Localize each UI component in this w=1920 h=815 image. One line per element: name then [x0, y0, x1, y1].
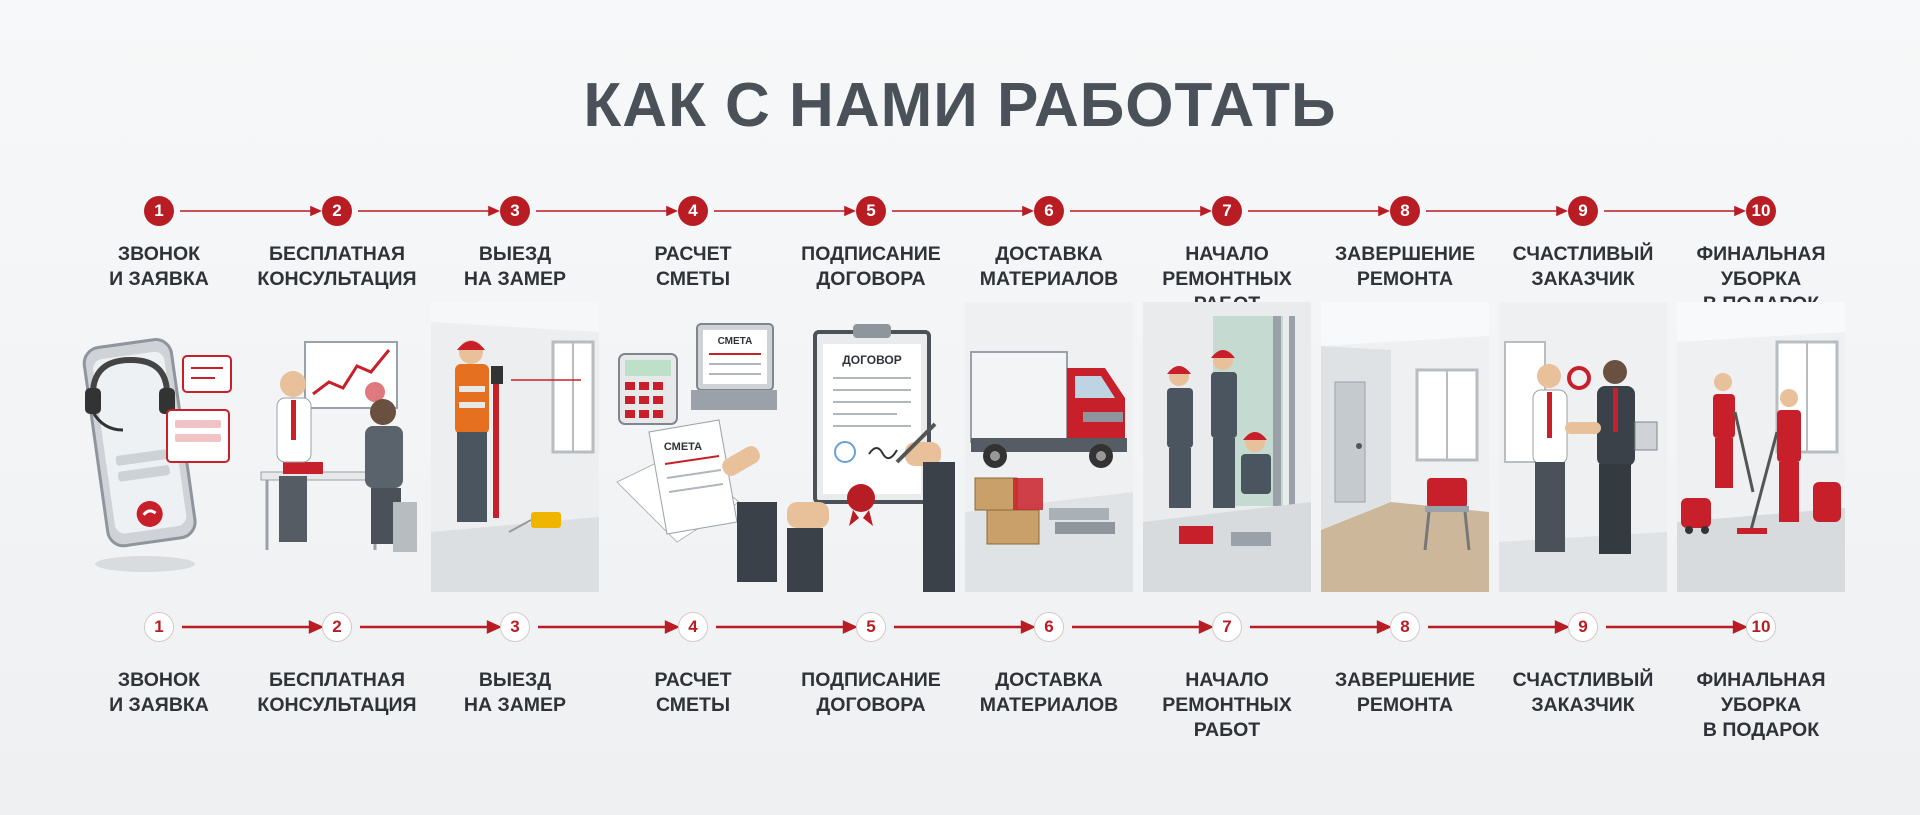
arrow-bottom-7-8 — [1250, 620, 1392, 634]
step-3-badge: 3 — [500, 196, 530, 226]
illustration-happy-client — [1499, 302, 1667, 592]
arrow-5-6 — [892, 205, 1034, 217]
step-6-badge: 6 — [1034, 196, 1064, 226]
step-2-badge: 2 — [322, 196, 352, 226]
arrow-7-8 — [1248, 205, 1390, 217]
step-1-badge: 1 — [144, 196, 174, 226]
arrow-2-3 — [358, 205, 500, 217]
page-title: КАК С НАМИ РАБОТАТЬ — [583, 71, 1337, 140]
bottom-step-1-badge: 1 — [144, 612, 174, 642]
arrow-4-5 — [714, 205, 856, 217]
bottom-step-5-badge: 5 — [856, 612, 886, 642]
arrow-bottom-2-3 — [360, 620, 502, 634]
arrow-bottom-6-7 — [1072, 620, 1214, 634]
bottom-step-8-badge: 8 — [1390, 612, 1420, 642]
top-arrows — [180, 205, 1746, 217]
step-5-badge: 5 — [856, 196, 886, 226]
step-10-badge: 10 — [1746, 196, 1776, 226]
illustration-estimate: СМЕТА СМЕТА — [609, 302, 777, 592]
illustration-measurement — [431, 302, 599, 592]
arrow-bottom-8-9 — [1428, 620, 1570, 634]
estimate-paper-label: СМЕТА — [664, 441, 702, 453]
bottom-step-7-badge: 7 — [1212, 612, 1242, 642]
illustration-final-cleaning — [1677, 302, 1845, 592]
bottom-step-3-badge: 3 — [500, 612, 530, 642]
bottom-step-6-badge: 6 — [1034, 612, 1064, 642]
step-9-badge: 9 — [1568, 196, 1598, 226]
illustration-delivery — [965, 302, 1133, 592]
arrow-bottom-3-4 — [538, 620, 680, 634]
arrow-3-4 — [536, 205, 678, 217]
bottom-step-2-badge: 2 — [322, 612, 352, 642]
estimate-laptop-label: СМЕТА — [718, 336, 753, 347]
arrow-1-2 — [180, 205, 322, 217]
step-7-badge: 7 — [1212, 196, 1242, 226]
step-8-badge: 8 — [1390, 196, 1420, 226]
bottom-arrows — [182, 620, 1748, 634]
arrow-bottom-9-10 — [1606, 620, 1748, 634]
illustration-phone-call — [75, 302, 243, 592]
arrow-bottom-5-6 — [894, 620, 1036, 634]
illustration-consultation — [253, 302, 421, 592]
arrow-6-7 — [1070, 205, 1212, 217]
step-4-badge: 4 — [678, 196, 708, 226]
contract-label: ДОГОВОР — [842, 353, 902, 367]
illustration-strip: СМЕТА СМЕТА — [70, 302, 1850, 592]
illustration-start-works — [1143, 302, 1311, 592]
arrow-bottom-1-2 — [182, 620, 324, 634]
illustration-contract: ДОГОВОР — [787, 302, 955, 592]
bottom-step-4-badge: 4 — [678, 612, 708, 642]
illustration-finished-renovation — [1321, 302, 1489, 592]
bottom-step-10-badge: 10 — [1746, 612, 1776, 642]
bottom-step-9-badge: 9 — [1568, 612, 1598, 642]
arrow-9-10 — [1604, 205, 1746, 217]
arrow-bottom-4-5 — [716, 620, 858, 634]
arrow-8-9 — [1426, 205, 1568, 217]
